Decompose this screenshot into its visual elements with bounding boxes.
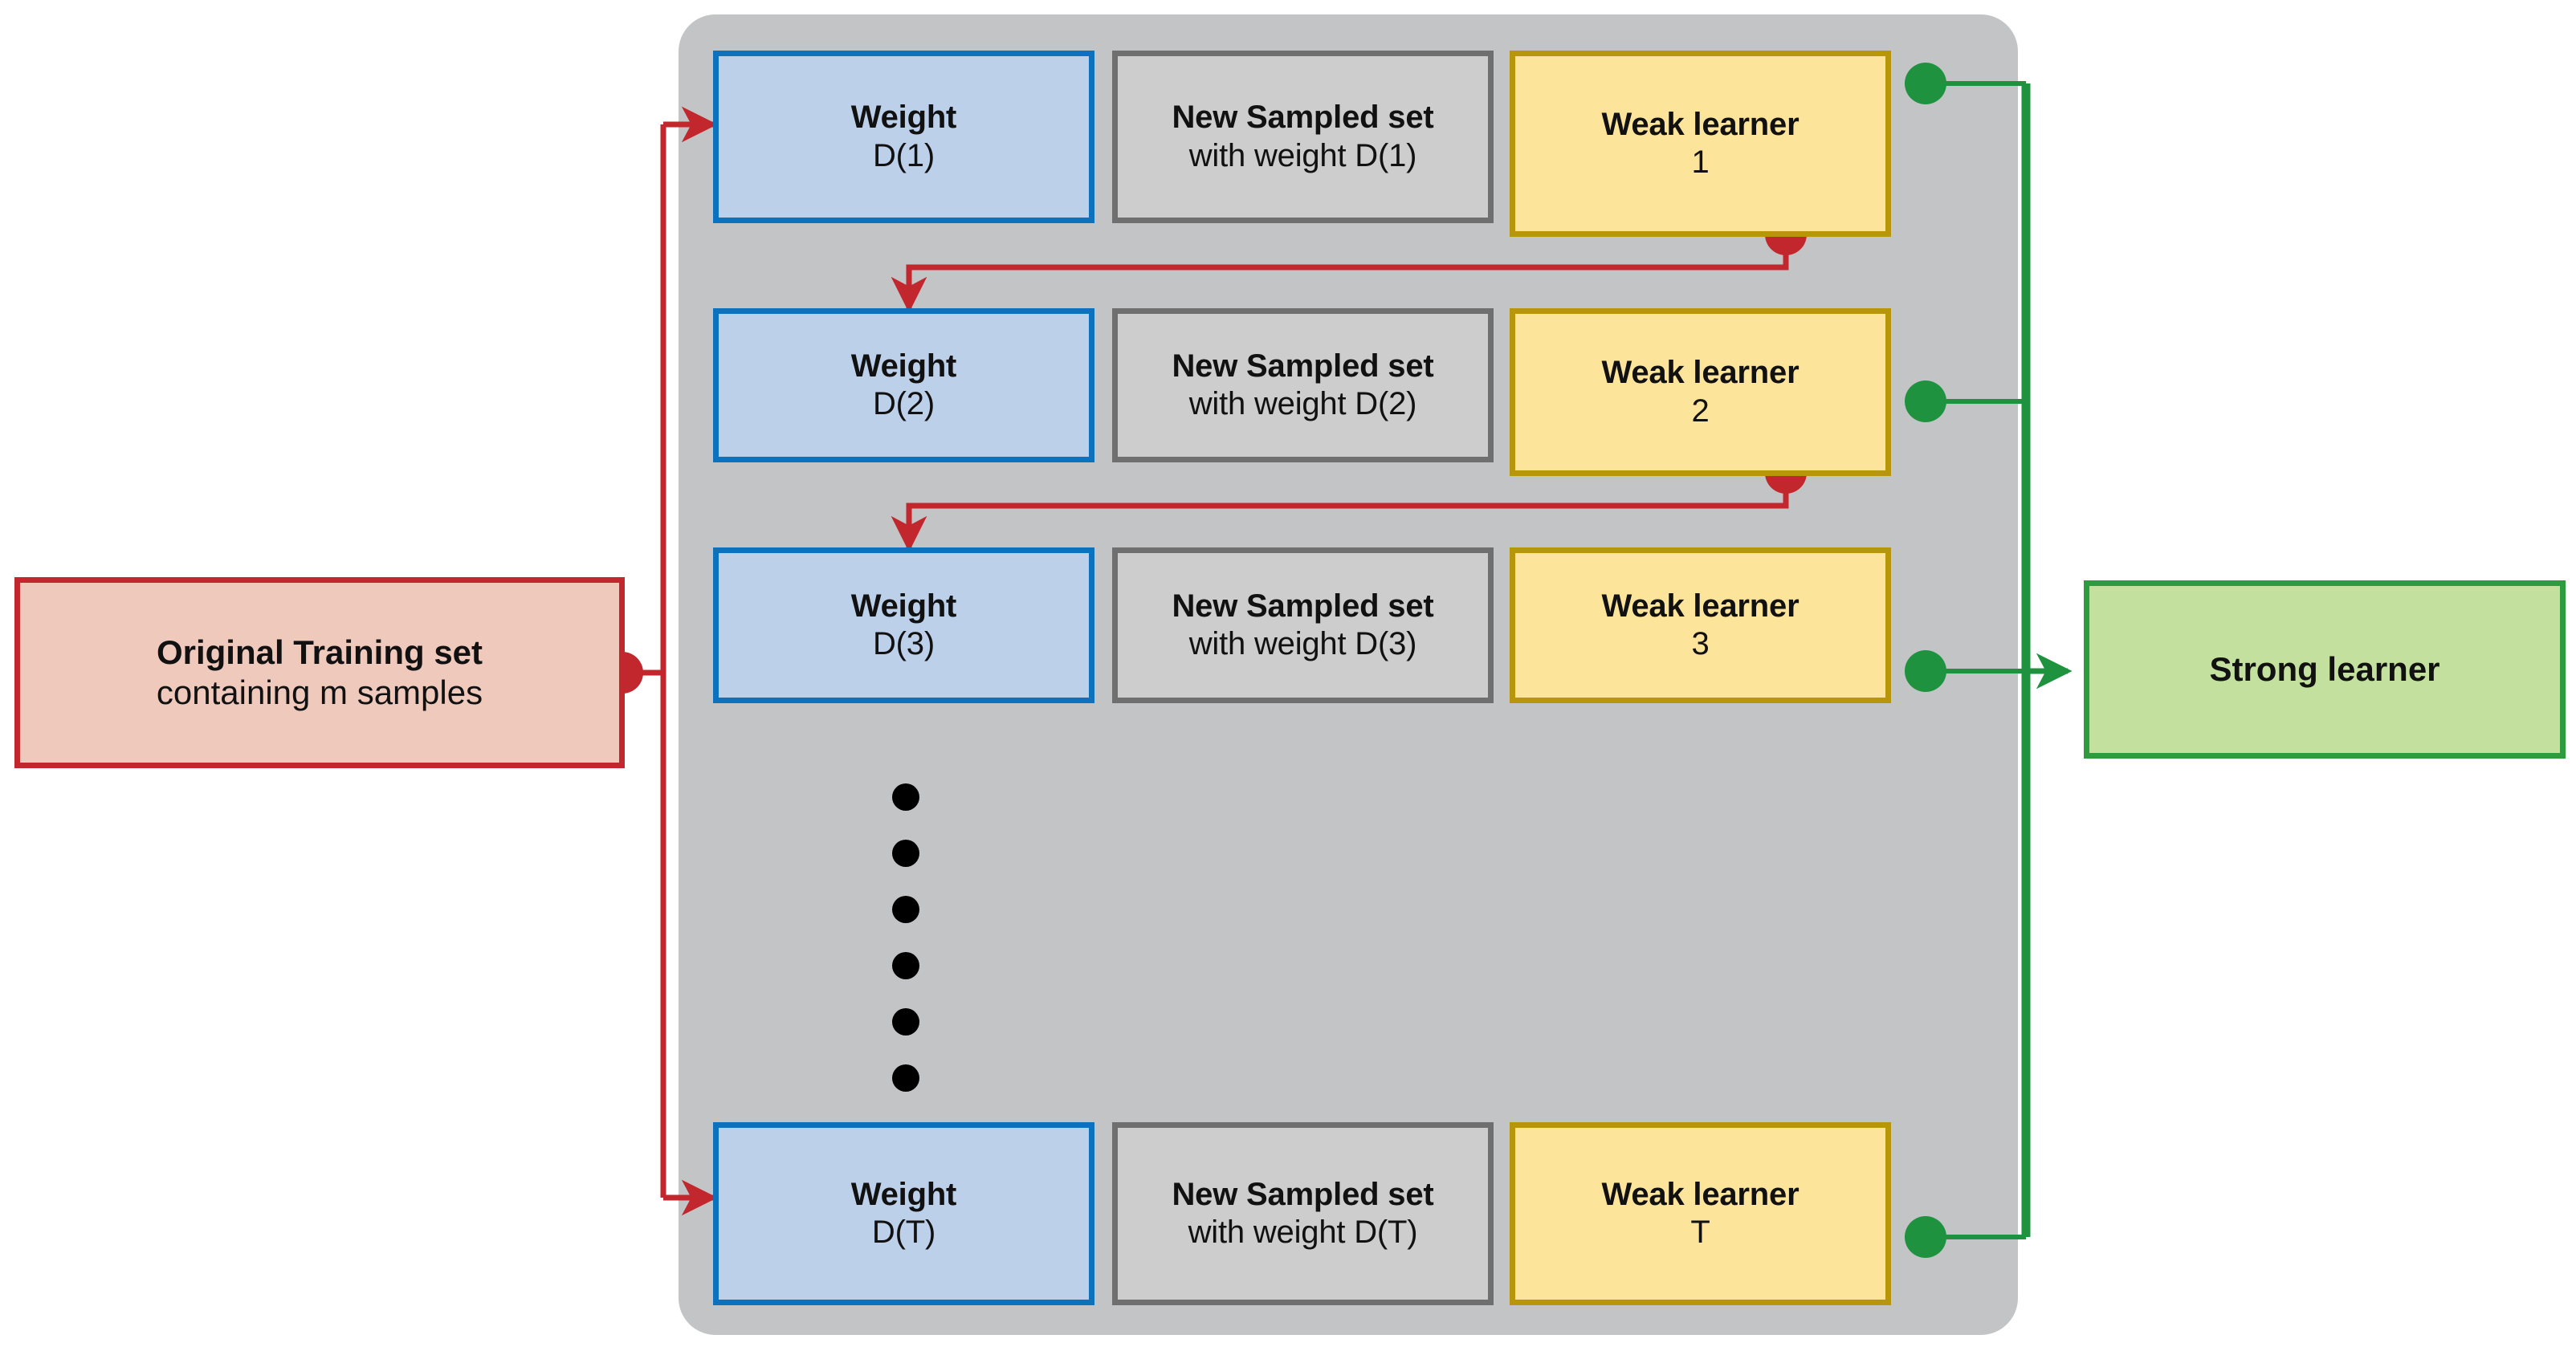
weak-learner-box-T-index: T: [1690, 1215, 1710, 1250]
weak-learner-box-3[interactable]: Weak learner 3: [1510, 547, 1891, 703]
weight-box-2-title: Weight: [850, 348, 957, 384]
strong-learner-label: Strong learner: [2209, 650, 2440, 688]
weight-box-T-title: Weight: [850, 1176, 957, 1212]
sampled-set-box-2[interactable]: New Sampled set with weight D(2): [1112, 308, 1494, 462]
sampled-set-box-2-title: New Sampled set: [1172, 348, 1434, 384]
sampled-set-box-T-title: New Sampled set: [1172, 1176, 1434, 1212]
sampled-set-box-3[interactable]: New Sampled set with weight D(3): [1112, 547, 1494, 703]
strong-learner-box[interactable]: Strong learner: [2084, 580, 2566, 759]
original-training-set-subtitle: containing m samples: [156, 673, 483, 711]
original-training-set-box[interactable]: Original Training set containing m sampl…: [14, 577, 625, 768]
weak-learner-box-T[interactable]: Weak learner T: [1510, 1122, 1891, 1305]
weight-box-1-value: D(1): [873, 137, 935, 173]
sampled-set-box-T-value: with weight D(T): [1188, 1215, 1418, 1250]
weight-box-2[interactable]: Weight D(2): [713, 308, 1094, 462]
original-training-set-title: Original Training set: [156, 633, 483, 671]
weak-learner-box-3-title: Weak learner: [1601, 588, 1800, 624]
weight-box-2-value: D(2): [873, 386, 935, 421]
sampled-set-box-T[interactable]: New Sampled set with weight D(T): [1112, 1122, 1494, 1305]
sampled-set-box-1[interactable]: New Sampled set with weight D(1): [1112, 51, 1494, 223]
weak-learner-box-1[interactable]: Weak learner 1: [1510, 51, 1891, 237]
weight-box-3-title: Weight: [850, 588, 957, 624]
weight-box-3[interactable]: Weight D(3): [713, 547, 1094, 703]
weak-learner-box-2[interactable]: Weak learner 2: [1510, 308, 1891, 476]
weak-learner-box-1-index: 1: [1691, 144, 1710, 180]
sampled-set-box-1-title: New Sampled set: [1172, 100, 1434, 136]
sampled-set-box-3-title: New Sampled set: [1172, 588, 1434, 624]
weight-box-3-value: D(3): [873, 626, 935, 661]
weak-learner-box-3-index: 3: [1691, 626, 1710, 661]
weight-box-T-value: D(T): [871, 1215, 936, 1250]
weak-learner-box-2-title: Weak learner: [1601, 355, 1800, 391]
weak-learner-box-2-index: 2: [1691, 393, 1710, 429]
weight-box-1[interactable]: Weight D(1): [713, 51, 1094, 223]
weight-box-1-title: Weight: [850, 100, 957, 136]
sampled-set-box-3-value: with weight D(3): [1188, 626, 1417, 661]
weak-learner-box-T-title: Weak learner: [1601, 1176, 1800, 1212]
weight-box-T[interactable]: Weight D(T): [713, 1122, 1094, 1305]
sampled-set-box-2-value: with weight D(2): [1188, 386, 1417, 421]
sampled-set-box-1-value: with weight D(1): [1188, 137, 1417, 173]
weak-learner-box-1-title: Weak learner: [1601, 106, 1800, 142]
